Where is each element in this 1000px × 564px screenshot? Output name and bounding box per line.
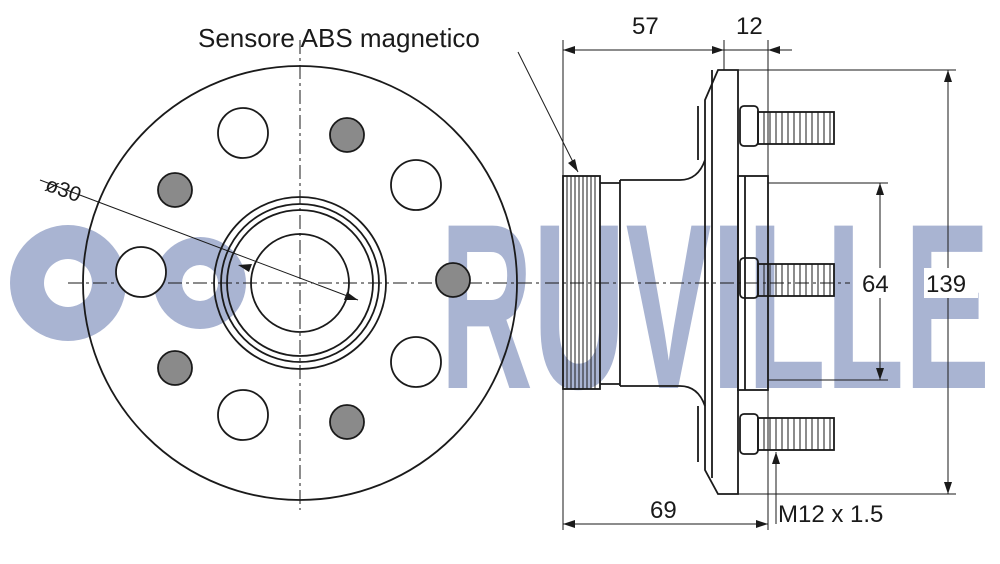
wheel-stud — [757, 111, 835, 145]
thread-spec-label: M12 x 1.5 — [778, 501, 883, 528]
bolt-hole — [390, 336, 442, 388]
dim-overall-length: 69 — [650, 497, 677, 524]
bolt-hole — [115, 246, 167, 298]
watermark-text: RUVILLE — [440, 175, 990, 439]
bore — [250, 233, 350, 333]
dim-hub-depth: 57 — [632, 13, 659, 40]
side-view — [545, 69, 850, 495]
bolt-hole — [390, 159, 442, 211]
stud-hole — [329, 404, 365, 440]
bolt-hole — [217, 107, 269, 159]
watermark-logo: RUVILLE — [10, 175, 990, 439]
bolt-hole — [217, 389, 269, 441]
dimensions: 57 12 139 64 69 M12 x 1.5 — [562, 13, 978, 530]
dim-flange-thickness: 12 — [736, 13, 763, 40]
bore-leader — [39, 179, 359, 301]
flange-outline — [82, 65, 518, 501]
stud-hole — [157, 172, 193, 208]
stud-hole — [157, 350, 193, 386]
wheel-stud — [757, 263, 835, 297]
hub-body-top — [620, 159, 706, 181]
dim-flange-diameter: 139 — [926, 271, 966, 298]
stud-hole — [329, 117, 365, 153]
front-view: ø30 — [39, 40, 540, 510]
dim-pilot-diameter: 64 — [862, 271, 889, 298]
abs-sensor-callout: Sensore ABS magnetico — [198, 23, 579, 173]
stud-hole — [435, 262, 471, 298]
hub-outer-ring — [213, 196, 387, 370]
wheel-stud — [757, 417, 835, 451]
abs-sensor-label: Sensore ABS magnetico — [198, 23, 480, 53]
bore-diameter-label: ø30 — [42, 173, 84, 207]
hub-body-bottom — [620, 385, 706, 407]
